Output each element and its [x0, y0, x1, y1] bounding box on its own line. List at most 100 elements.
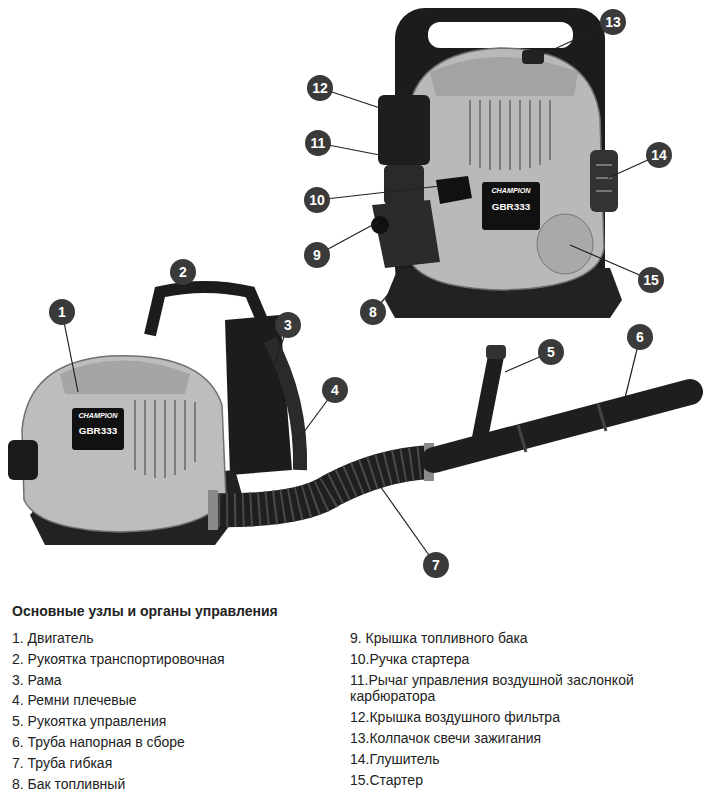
leader-lines: [62, 22, 659, 565]
callout-circle: 11: [305, 130, 331, 156]
callout-number: 3: [284, 317, 292, 333]
starter: [537, 214, 593, 274]
callout-circle: 1: [49, 299, 75, 325]
part-name: 13.Колпачок свечи зажигания: [350, 730, 705, 747]
parts-list-item: 13.Колпачок свечи зажигания: [350, 730, 705, 747]
blower-side-view: [8, 287, 690, 545]
fin: [479, 100, 481, 168]
callout-circle: 12: [307, 75, 333, 101]
callout-circle: 7: [423, 552, 449, 578]
parts-list-item: 5. Рукоятка управления: [12, 713, 342, 730]
control-handle: [478, 356, 496, 448]
part-name: 3. Рама: [12, 672, 342, 689]
hose-clamp: [208, 490, 218, 530]
parts-list-item: 7. Труба гибкая: [12, 755, 342, 772]
callout-circle: 10: [304, 187, 330, 213]
fin: [549, 100, 551, 160]
part-name: 15.Стартер: [350, 772, 705, 789]
starter-handle: [436, 176, 472, 204]
callout-number: 8: [369, 304, 377, 320]
part-name: 2. Рукоятка транспортировочная: [12, 651, 342, 668]
leader-line: [570, 245, 651, 280]
callout-number: 9: [313, 247, 321, 263]
badge-text: CHAMPION: [482, 186, 540, 196]
heading-text: Основные узлы и органы управления: [12, 603, 278, 619]
parts-list-item: 9. Крышка топливного бака: [350, 630, 705, 647]
fin: [519, 100, 521, 170]
callout-number: 1: [58, 304, 66, 320]
callout-circle: 3: [275, 312, 301, 338]
cooling-fins: [470, 100, 550, 170]
engine-housing: [22, 356, 226, 532]
callout-circle: 2: [170, 259, 196, 285]
part-name: 5. Рукоятка управления: [12, 713, 342, 730]
fin: [539, 100, 541, 165]
spark-plug-cap: [522, 50, 544, 64]
badge-text: GBR333: [482, 200, 540, 213]
callout-disc: [275, 312, 301, 338]
part-name: 7. Труба гибкая: [12, 755, 342, 772]
cooling-fins: [135, 400, 195, 478]
callout-number: 10: [309, 192, 325, 208]
part-name: 1. Двигатель: [12, 630, 342, 647]
parts-list-item: 10.Ручка стартера: [350, 651, 705, 668]
parts-list-item: 8. Бак топливный: [12, 776, 342, 793]
fin: [489, 100, 491, 170]
model-badge: [72, 408, 124, 450]
handle-opening: [428, 22, 573, 48]
callout-disc: [627, 324, 653, 350]
callout-disc: [307, 75, 333, 101]
callout-circle: 4: [322, 377, 348, 403]
callout-number: 14: [651, 147, 667, 163]
fin: [184, 400, 186, 470]
flexible-hose: [210, 462, 432, 510]
fin: [529, 100, 531, 168]
top-cover: [430, 57, 578, 96]
fin: [509, 100, 511, 170]
part-name: 11.Рычаг управления воздушной заслонкой …: [350, 672, 705, 706]
fuel-tank: [372, 200, 440, 268]
hose-ribs: [210, 462, 432, 510]
callout-disc: [322, 377, 348, 403]
parts-list-item: 2. Рукоятка транспортировочная: [12, 651, 342, 668]
part-name: 9. Крышка топливного бака: [350, 630, 705, 647]
list-heading: Основные узлы и органы управления: [12, 603, 278, 619]
fin: [144, 400, 146, 475]
fin: [194, 402, 196, 462]
callout-number: 15: [643, 272, 659, 288]
callout-number: 13: [605, 14, 621, 30]
model-text: CHAMPION: [72, 411, 124, 421]
callout-disc: [304, 242, 330, 268]
parts-list-item: 3. Рама: [12, 672, 342, 689]
callout-disc: [305, 130, 331, 156]
part-name: 6. Труба напорная в сборе: [12, 734, 342, 751]
badge-text: CHAMPION: [72, 411, 124, 421]
starter-handle: [8, 440, 38, 480]
parts-list-item: 12.Крышка воздушного фильтра: [350, 709, 705, 726]
parts-list-item: 4. Ремни плечевые: [12, 692, 342, 709]
parts-list-item: 1. Двигатель: [12, 630, 342, 647]
callout-circle: 13: [600, 9, 626, 35]
callout-number: 6: [636, 329, 644, 345]
fin: [499, 100, 501, 170]
tube-joint: [518, 425, 526, 452]
callout-disc: [638, 267, 664, 293]
fin: [174, 400, 176, 475]
tube-joint: [598, 404, 606, 431]
callout-number: 4: [331, 382, 339, 398]
parts-list-item: 11.Рычаг управления воздушной заслонкой …: [350, 672, 705, 706]
part-name: 14.Глушитель: [350, 751, 705, 768]
callout-circle: 5: [538, 339, 564, 365]
fin: [469, 100, 471, 165]
part-name: 12.Крышка воздушного фильтра: [350, 709, 705, 726]
frame: [225, 315, 292, 475]
callout-disc: [538, 339, 564, 365]
parts-list-item: 6. Труба напорная в сборе: [12, 734, 342, 751]
callout-disc: [600, 9, 626, 35]
handle-grip: [486, 345, 506, 359]
model-badge: [482, 182, 540, 230]
model-text: GBR333: [482, 200, 540, 213]
callout-circle: 9: [304, 242, 330, 268]
parts-list-item: 14.Глушитель: [350, 751, 705, 768]
